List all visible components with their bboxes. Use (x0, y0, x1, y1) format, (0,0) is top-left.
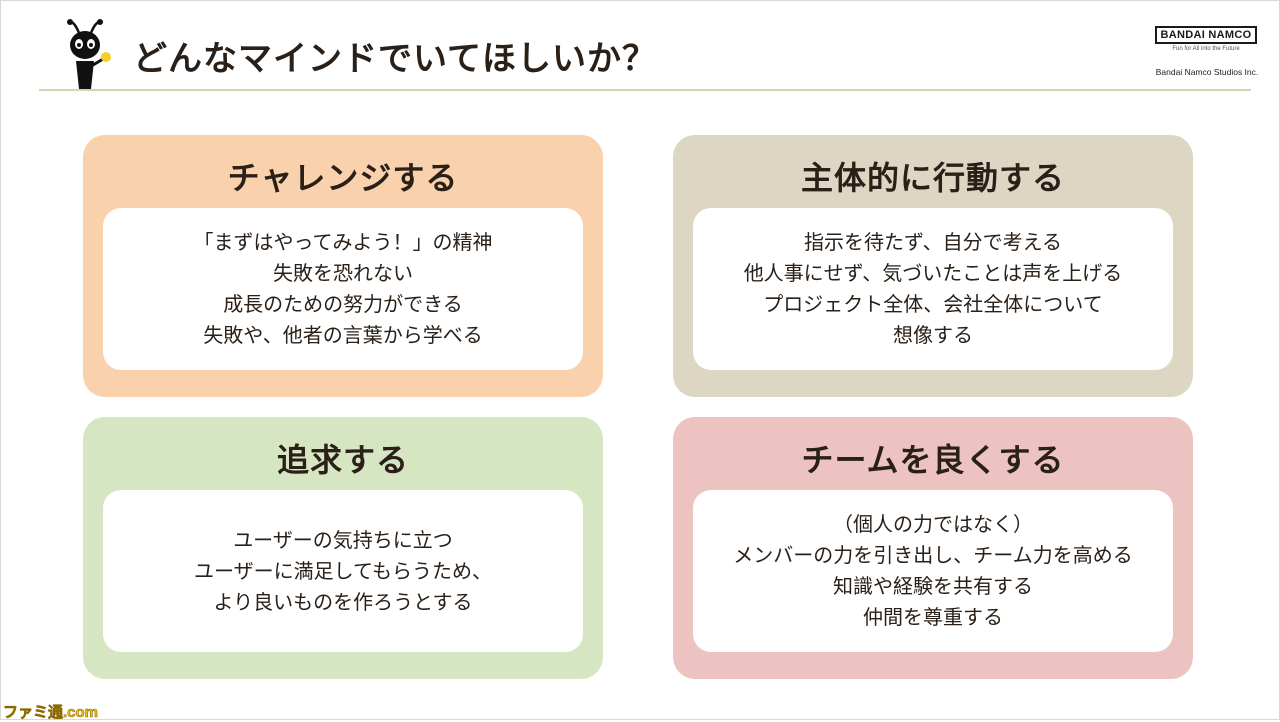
card-body: ユーザーの気持ちに立つ ユーザーに満足してもらうため、 より良いものを作ろうとす… (103, 490, 583, 652)
card-challenge: チャレンジする 「まずはやってみよう！」の精神 失敗を恐れない 成長のための努力… (83, 135, 603, 397)
card-body: 「まずはやってみよう！」の精神 失敗を恐れない 成長のための努力ができる 失敗や… (103, 208, 583, 370)
card-line: 「まずはやってみよう！」の精神 (193, 230, 493, 254)
card-title: 追求する (276, 441, 409, 479)
logo-brand: BANDAI NAMCO (1154, 26, 1258, 44)
card-line: ユーザーに満足してもらうため、 (194, 558, 492, 583)
card-line: 仲間を尊重する (863, 605, 1003, 629)
card-line: 他人事にせず、気づいたことは声を上げる (743, 261, 1123, 285)
card-title: 主体的に行動する (800, 159, 1065, 197)
card-pursue: 追求する ユーザーの気持ちに立つ ユーザーに満足してもらうため、 より良いものを… (83, 417, 603, 679)
card-line: 知識や経験を共有する (833, 574, 1033, 598)
card-title: チャレンジする (227, 159, 459, 197)
studio-name: Bandai Namco Studios Inc. (1155, 67, 1259, 77)
card-line: プロジェクト全体、会社全体について (763, 292, 1103, 316)
card-line: メンバーの力を引き出し、チーム力を高める (733, 543, 1133, 567)
company-logo: BANDAI NAMCO Fun for All into the Future (1149, 23, 1263, 52)
watermark-logo: ファミ通.com (3, 704, 99, 722)
card-line: 失敗や、他者の言葉から学べる (203, 323, 483, 347)
card-line: より良いものを作ろうとする (213, 589, 473, 614)
card-line: 成長のための努力ができる (223, 292, 463, 316)
card-line: 想像する (893, 323, 973, 347)
card-line: 失敗を恐れない (273, 261, 413, 285)
card-line: 指示を待たず、自分で考える (804, 230, 1062, 254)
card-line: ユーザーの気持ちに立つ (233, 527, 453, 552)
card-title: チームを良くする (801, 441, 1065, 479)
card-team: チームを良くする （個人の力ではなく） メンバーの力を引き出し、チーム力を高める… (673, 417, 1193, 679)
ant-mascot-icon (67, 19, 111, 89)
title-divider (39, 89, 1251, 91)
page-title: どんなマインドでいてほしいか？ (133, 39, 657, 79)
card-line: （個人の力ではなく） (833, 512, 1033, 536)
logo-tagline: Fun for All into the Future (1172, 46, 1240, 52)
card-proactive: 主体的に行動する 指示を待たず、自分で考える 他人事にせず、気づいたことは声を上… (673, 135, 1193, 397)
card-body: 指示を待たず、自分で考える 他人事にせず、気づいたことは声を上げる プロジェクト… (693, 208, 1173, 370)
card-body: （個人の力ではなく） メンバーの力を引き出し、チーム力を高める 知識や経験を共有… (693, 490, 1173, 652)
